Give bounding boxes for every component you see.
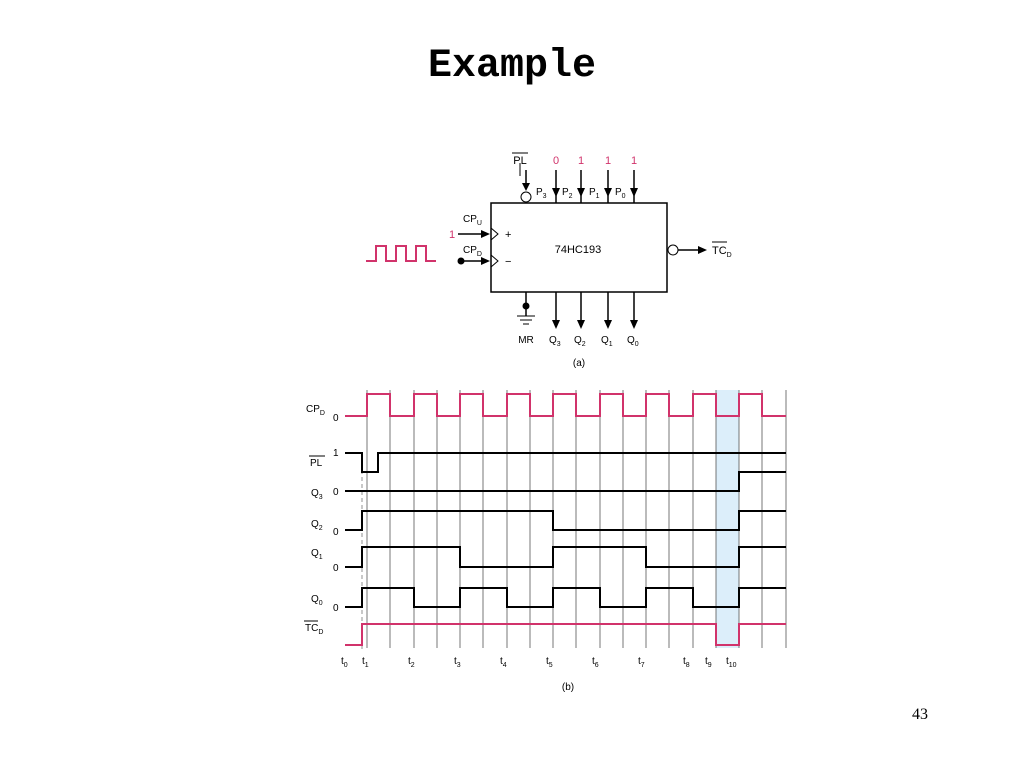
- cpu-label: CPU: [463, 214, 482, 227]
- timing-diagram: CPD 0 PL 1 Q3 0 Q2 0 Q1 0 Q0 0 TCD t0 t: [304, 390, 787, 693]
- caption-b: (b): [562, 682, 574, 693]
- q2-signal-label: Q2: [311, 519, 323, 532]
- t10-label: t10: [726, 656, 737, 669]
- t7-label: t7: [638, 656, 645, 669]
- t5-label: t5: [546, 656, 553, 669]
- q1-signal-label: Q1: [311, 548, 323, 561]
- t0-label: t0: [341, 656, 348, 669]
- signal-labels: CPD 0 PL 1 Q3 0 Q2 0 Q1 0 Q0 0 TCD: [304, 404, 339, 636]
- pl-signal-label: PL: [310, 458, 323, 469]
- pl-waveform: [345, 452, 786, 473]
- t10-highlight-band: [716, 390, 739, 648]
- t9-label: t9: [705, 656, 712, 669]
- cpu-sign: +: [505, 229, 511, 241]
- q2-output-label: Q2: [574, 335, 586, 348]
- p1-label: P1: [589, 187, 600, 200]
- q3-output-label: Q3: [549, 335, 561, 348]
- q2-waveform: [345, 510, 786, 531]
- q2-level-label: 0: [333, 527, 339, 538]
- q1-waveform: [345, 546, 786, 568]
- p0-value: 1: [631, 155, 637, 167]
- tc-inversion-bubble: [667, 244, 679, 256]
- t1-label: t1: [362, 656, 369, 669]
- q1-level-label: 0: [333, 563, 339, 574]
- pl-label: PL: [513, 155, 526, 167]
- chip-body: [490, 202, 668, 293]
- time-labels: t0 t1 t2 t3 t4 t5 t6 t7 t8 t9 t10: [341, 656, 737, 669]
- q0-signal-label: Q0: [311, 594, 323, 607]
- cpd-sign: −: [505, 256, 511, 268]
- pl-level-label: 1: [333, 448, 339, 459]
- mr-input: MR: [517, 292, 535, 346]
- cpd-clock-triangle: [490, 254, 499, 268]
- q3-signal-label: Q3: [311, 488, 323, 501]
- t6-label: t6: [592, 656, 599, 669]
- slide-title: Example: [427, 44, 597, 89]
- q-outputs: Q3 Q2 Q1 Q0: [549, 292, 639, 348]
- cpd-input: CPD −: [457, 245, 511, 268]
- tcd-waveform: [345, 623, 786, 646]
- parallel-inputs: 0 1 1 1 P3 P2 P1 P0: [536, 155, 638, 203]
- p3-label: P3: [536, 187, 547, 200]
- caption-a: (a): [573, 358, 585, 369]
- block-diagram: 74HC193 PL 0 1 1 1 P3 P2 P1: [366, 152, 732, 369]
- cpd-signal-label: CPD: [306, 404, 325, 417]
- t4-label: t4: [500, 656, 507, 669]
- p0-label: P0: [615, 187, 626, 200]
- cpd-waveform: [345, 393, 786, 417]
- q1-output-label: Q1: [601, 335, 613, 348]
- chip-name: 74HC193: [555, 244, 601, 256]
- t3-label: t3: [454, 656, 461, 669]
- p2-value: 1: [578, 155, 584, 167]
- pl-inversion-bubble: [520, 191, 532, 203]
- q3-level-label: 0: [333, 487, 339, 498]
- tc-output: TCD: [667, 241, 732, 259]
- cpu-clock-triangle: [490, 227, 499, 241]
- cpd-level-label: 0: [333, 413, 339, 424]
- cpu-input: 1 CPU +: [449, 214, 512, 241]
- mr-label: MR: [518, 335, 534, 346]
- t8-label: t8: [683, 656, 690, 669]
- q0-level-label: 0: [333, 603, 339, 614]
- p2-label: P2: [562, 187, 573, 200]
- cpd-label: CPD: [463, 245, 482, 258]
- page-number: 43: [912, 706, 928, 723]
- tcd-signal-label: TCD: [305, 623, 323, 636]
- tc-label: TCD: [712, 245, 732, 259]
- q3-waveform: [345, 471, 786, 492]
- q0-output-label: Q0: [627, 335, 639, 348]
- t2-label: t2: [408, 656, 415, 669]
- p1-value: 1: [605, 155, 611, 167]
- cpu-value: 1: [449, 229, 455, 241]
- q0-waveform: [345, 587, 786, 608]
- p3-value: 0: [553, 155, 559, 167]
- pl-input: PL: [512, 152, 532, 203]
- clock-waveform-icon: [366, 245, 436, 262]
